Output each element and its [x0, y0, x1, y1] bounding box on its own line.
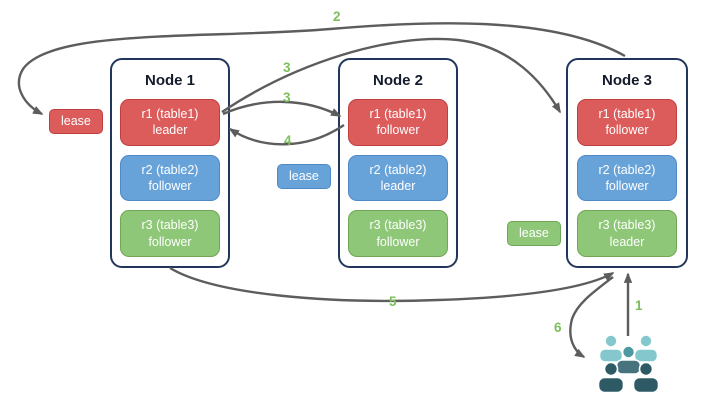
node-2-replica-r1: r1 (table1) follower: [348, 99, 448, 146]
lease-badge-green: lease: [507, 221, 561, 246]
node-1: Node 1 r1 (table1) leader r2 (table2) fo…: [110, 58, 230, 268]
node-2: Node 2 r1 (table1) follower r2 (table2) …: [338, 58, 458, 268]
replica-label: r1 (table1): [369, 107, 427, 122]
replica-label: r1 (table1): [141, 107, 199, 122]
person-top-right: [633, 334, 659, 363]
node-3-replica-r2: r2 (table2) follower: [577, 154, 677, 202]
node-2-title: Node 2: [372, 72, 423, 89]
replica-label: r3 (table3): [369, 218, 427, 233]
person-bottom-left: [597, 361, 625, 394]
node-3-replica-r1: r1 (table1) follower: [577, 99, 677, 146]
step-label-3a: 3: [283, 60, 291, 75]
replica-label: r2 (table2): [598, 162, 656, 177]
step-label-3b: 3: [283, 90, 291, 105]
step-label-1: 1: [635, 298, 643, 313]
replica-label: r2 (table2): [369, 162, 427, 177]
replica-role: follower: [148, 234, 192, 249]
node-2-replica-r3: r3 (table3) follower: [348, 210, 448, 258]
replica-label: r2 (table2): [141, 162, 199, 177]
node-1-replica-r1: r1 (table1) leader: [120, 99, 220, 146]
replica-label: r3 (table3): [141, 218, 199, 233]
node-3-title: Node 3: [601, 72, 652, 89]
replica-role: follower: [376, 123, 420, 138]
replica-label: r1 (table1): [598, 107, 656, 122]
person-top-left: [598, 334, 624, 363]
step-label-6: 6: [554, 320, 562, 335]
step-label-4: 4: [284, 133, 292, 148]
node-1-replica-r2: r2 (table2) follower: [120, 154, 220, 202]
node-2-replica-r2: r2 (table2) leader: [348, 154, 448, 202]
lease-badge-blue: lease: [277, 164, 331, 189]
node-1-replica-r3: r3 (table3) follower: [120, 210, 220, 258]
replica-role: leader: [152, 123, 188, 138]
lease-badge-red: lease: [49, 109, 103, 134]
step-label-5: 5: [389, 294, 397, 309]
replica-role: follower: [605, 179, 649, 193]
replica-role: follower: [376, 234, 420, 249]
step-label-2: 2: [333, 9, 341, 24]
users-group-icon: [597, 334, 660, 394]
node-3-replica-r3: r3 (table3) leader: [577, 210, 677, 258]
replica-label: r3 (table3): [598, 218, 656, 233]
node-3: Node 3 r1 (table1) follower r2 (table2) …: [566, 58, 688, 268]
replica-role: follower: [148, 179, 192, 193]
arrow-3-node1-to-node2: [222, 100, 342, 118]
person-bottom-right: [632, 361, 660, 394]
replica-role: follower: [605, 123, 649, 138]
replica-role: leader: [380, 179, 416, 193]
replica-role: leader: [609, 234, 645, 249]
node-1-title: Node 1: [144, 72, 195, 89]
